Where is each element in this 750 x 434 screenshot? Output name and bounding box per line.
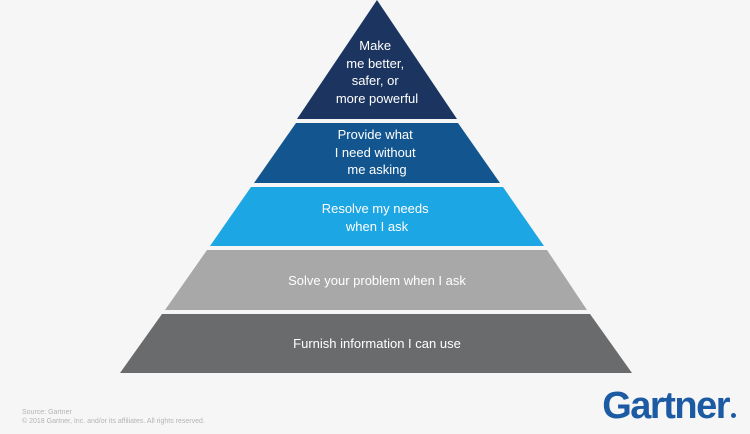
pyramid-tier-2-shape — [254, 123, 500, 183]
pyramid-tier-4-label: Solve your problem when I ask — [288, 273, 466, 288]
gartner-logo: Gartner — [602, 386, 736, 426]
source-attribution: Source: Gartner © 2018 Gartner, Inc. and… — [22, 408, 205, 426]
tier-label-line: safer, or — [352, 73, 400, 88]
tier-label-line: Make — [359, 38, 391, 53]
tier-label-line: Solve your problem when I ask — [288, 273, 466, 288]
pyramid-tier-bottom-shape — [120, 314, 632, 373]
tier-label-line: me better, — [346, 56, 404, 71]
pyramid-tier-2-label: Provide what I need without me asking — [335, 127, 420, 177]
pyramid-tier-bottom-label: Furnish information I can use — [293, 336, 461, 351]
logo-text: Gartner — [602, 385, 730, 427]
tier-label-line: when I ask — [345, 219, 409, 234]
tier-label-line: Provide what — [338, 127, 414, 142]
tier-label-line: me asking — [347, 162, 406, 177]
pyramid-tier-top-label: Make me better, safer, or more powerful — [336, 38, 418, 106]
tier-label-line: more powerful — [336, 91, 418, 106]
copyright-line: © 2018 Gartner, Inc. and/or its affiliat… — [22, 418, 205, 425]
pyramid-tier-4-shape — [165, 250, 587, 310]
tier-label-line: Furnish information I can use — [293, 336, 461, 351]
logo-dot-icon — [731, 413, 736, 418]
pyramid-tier-3-label: Resolve my needs when I ask — [322, 201, 433, 234]
tier-label-line: I need without — [335, 145, 416, 160]
pyramid-tier-top-shape — [297, 0, 457, 119]
source-line: Source: Gartner — [22, 409, 72, 416]
tier-label-line: Resolve my needs — [322, 201, 429, 216]
pyramid-tier-3-shape — [210, 187, 544, 246]
